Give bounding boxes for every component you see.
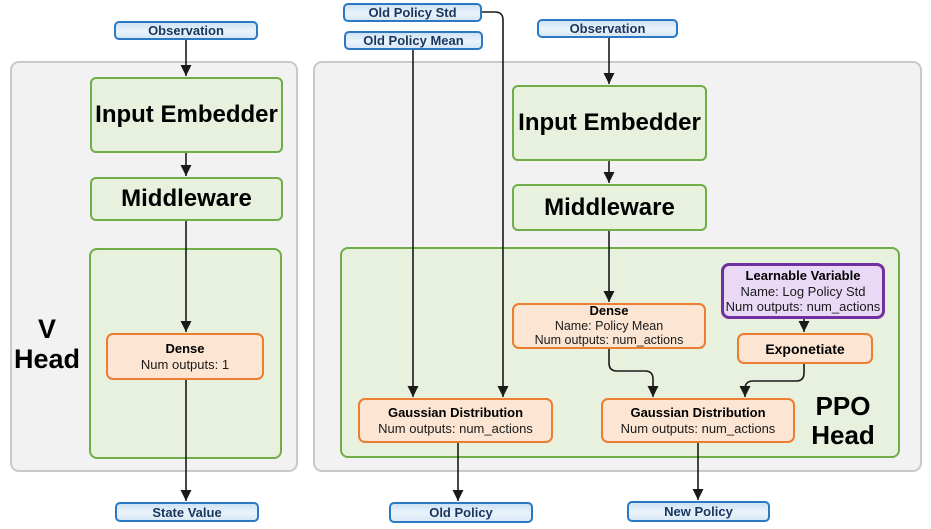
v-head-title-line2: Head [13,344,81,374]
new-policy-node: New Policy [627,501,770,522]
dense-node-v: Dense Num outputs: 1 [106,333,264,380]
learnable-variable-outputs: Num outputs: num_actions [725,299,881,314]
dense-title-ppo: Dense [589,303,629,319]
learnable-variable-name: Name: Log Policy Std [740,283,866,299]
middleware-label-ppo: Middleware [544,193,675,221]
middleware-node-v: Middleware [90,177,283,221]
observation-node-ppo: Observation [537,19,678,38]
middleware-node-ppo: Middleware [512,184,707,231]
state-value-label: State Value [152,504,222,520]
old-policy-label: Old Policy [429,505,493,520]
input-embedder-label-ppo: Input Embedder [518,109,701,136]
observation-label-ppo: Observation [569,21,646,36]
old-policy-std-node: Old Policy Std [343,3,482,22]
dense-outputs-v: Num outputs: 1 [140,356,230,372]
v-head-title: V Head [6,314,88,374]
dense-name-ppo: Name: Policy Mean [554,318,664,333]
learnable-variable-node: Learnable Variable Name: Log Policy Std … [721,263,885,319]
gaussian-old-outputs: Num outputs: num_actions [378,420,533,436]
middleware-label-v: Middleware [121,185,252,212]
state-value-node: State Value [115,502,259,522]
ppo-head-title: PPO Head [799,392,887,450]
input-embedder-label-v: Input Embedder [95,101,278,128]
gaussian-distribution-new-node: Gaussian Distribution Num outputs: num_a… [601,398,795,443]
dense-node-ppo: Dense Name: Policy Mean Num outputs: num… [512,303,706,349]
old-policy-std-label: Old Policy Std [368,5,457,20]
exponetiate-node: Exponetiate [737,333,873,364]
learnable-variable-title: Learnable Variable [745,267,861,283]
old-policy-node: Old Policy [389,502,533,523]
input-embedder-node-ppo: Input Embedder [512,85,707,161]
gaussian-new-outputs: Num outputs: num_actions [620,420,776,436]
new-policy-label: New Policy [664,504,733,519]
observation-node-v: Observation [114,21,258,40]
exponetiate-label: Exponetiate [765,340,845,357]
ppo-head-title-line1: PPO [815,391,871,421]
dense-outputs-ppo: Num outputs: num_actions [534,333,684,348]
old-policy-mean-label: Old Policy Mean [363,33,464,48]
ppo-head-title-line2: Head [811,420,875,450]
input-embedder-node-v: Input Embedder [90,77,283,153]
v-head-title-line1: V [37,314,56,344]
gaussian-new-title: Gaussian Distribution [630,404,766,420]
gaussian-old-title: Gaussian Distribution [387,404,524,420]
gaussian-distribution-old-node: Gaussian Distribution Num outputs: num_a… [358,398,553,443]
old-policy-mean-node: Old Policy Mean [344,31,483,50]
dense-title-v: Dense [165,340,205,356]
observation-label-v: Observation [148,23,224,38]
